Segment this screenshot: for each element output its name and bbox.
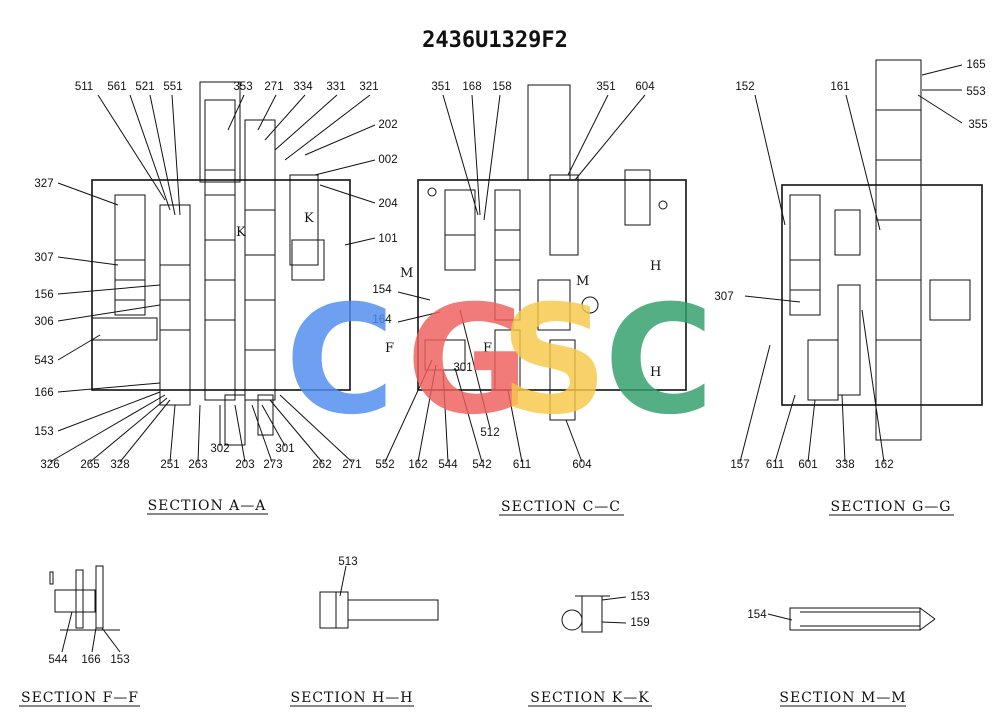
watermark-letter-c2: C [604,274,714,448]
callout-512: 512 [480,427,499,439]
callout-511: 511 [75,81,93,93]
callout-301: 301 [453,362,472,374]
callout-544: 544 [438,459,458,471]
callout-271b: 271 [342,459,361,471]
callout-604: 604 [635,81,655,93]
callout-161: 161 [830,81,849,93]
section-f-f-drawing [49,565,121,653]
section-h-h-title: SECTION H—H [291,690,414,706]
callout-153: 153 [34,426,53,438]
callout-154-m: 154 [747,609,767,621]
section-f-f-callouts: 544 166 153 [48,654,129,666]
callout-338: 338 [835,459,854,471]
callout-355: 355 [968,119,987,131]
section-a-a-drawing [49,81,376,463]
callout-601: 601 [798,459,817,471]
callout-164: 164 [372,314,392,326]
watermark-letter-g: G [406,274,529,448]
callout-271: 271 [264,81,283,93]
callout-204: 204 [378,198,398,210]
section-m-m-title: SECTION M—M [779,690,906,706]
callout-273: 273 [263,459,282,471]
callout-162: 162 [874,459,893,471]
callout-543: 543 [34,355,53,367]
callout-551: 551 [163,81,182,93]
callout-604b: 604 [572,459,592,471]
marker-f-b: F [483,341,492,356]
callout-611: 611 [513,459,531,471]
section-c-c-title: SECTION C—C [501,499,621,515]
watermark-letter-s: S [500,274,608,448]
cgsc-watermark-logo: C G S C [285,274,714,448]
marker-f-a: F [385,341,394,356]
callout-156: 156 [34,289,53,301]
section-a-a-callouts: 511 561 521 551 353 271 334 331 321 202 … [34,81,398,471]
callout-331: 331 [326,81,345,93]
callout-351: 351 [431,81,450,93]
section-a-a-title: SECTION A—A [148,498,267,514]
callout-302: 302 [210,443,229,455]
marker-k-b: K [304,211,314,226]
callout-553: 553 [966,86,985,98]
callout-544: 544 [48,654,68,666]
marker-h-b: H [650,365,661,380]
callout-159: 159 [630,617,649,629]
callout-153-k: 153 [630,591,649,603]
callout-353: 353 [233,81,252,93]
callout-153: 153 [110,654,129,666]
section-c-c-callouts: 351 168 158 351 604 154 164 301 552 162 … [372,81,655,471]
section-g-g-drawing [739,59,983,463]
callout-321: 321 [359,81,378,93]
callout-165: 165 [966,59,985,71]
callout-561: 561 [107,81,126,93]
callout-334: 334 [293,81,313,93]
section-g-g-title: SECTION G—G [831,499,952,515]
drawing-title: 2436U1329F2 [422,28,568,53]
callout-166: 166 [34,387,53,399]
callout-168: 168 [462,81,481,93]
callout-301: 301 [275,443,294,455]
callout-306: 306 [34,316,53,328]
section-f-f-title: SECTION F—F [21,690,139,706]
callout-203: 203 [235,459,254,471]
section-k-k-title: SECTION K—K [530,690,650,706]
callout-162: 162 [408,459,427,471]
callout-326: 326 [40,459,59,471]
marker-m-b: M [576,274,589,289]
watermark-letter-c1: C [285,274,395,448]
callout-611: 611 [766,459,784,471]
marker-h-a: H [650,259,661,274]
section-m-m-drawing [767,607,936,631]
callout-101: 101 [378,233,397,245]
callout-552: 552 [375,459,394,471]
callout-263: 263 [188,459,207,471]
callout-328: 328 [110,459,129,471]
section-k-k-drawing [561,595,627,633]
callout-251: 251 [160,459,179,471]
callout-327: 327 [34,178,53,190]
callout-307: 307 [34,252,53,264]
callout-202: 202 [378,119,397,131]
callout-513: 513 [338,556,357,568]
callout-307: 307 [714,291,733,303]
marker-k-a: K [236,225,246,240]
section-h-h-drawing [319,565,439,629]
callout-521: 521 [135,81,154,93]
callout-166: 166 [81,654,100,666]
section-c-c-drawing [384,84,687,463]
callout-265: 265 [80,459,99,471]
marker-m-a: M [400,266,413,281]
callout-154: 154 [372,284,392,296]
callout-542: 542 [472,459,491,471]
callout-262: 262 [312,459,331,471]
callout-002: 002 [378,154,397,166]
section-g-g-callouts: 165 553 355 152 161 307 157 611 601 338 … [714,59,987,471]
callout-351b: 351 [596,81,615,93]
callout-157: 157 [730,459,749,471]
callout-152: 152 [735,81,754,93]
callout-158: 158 [492,81,511,93]
